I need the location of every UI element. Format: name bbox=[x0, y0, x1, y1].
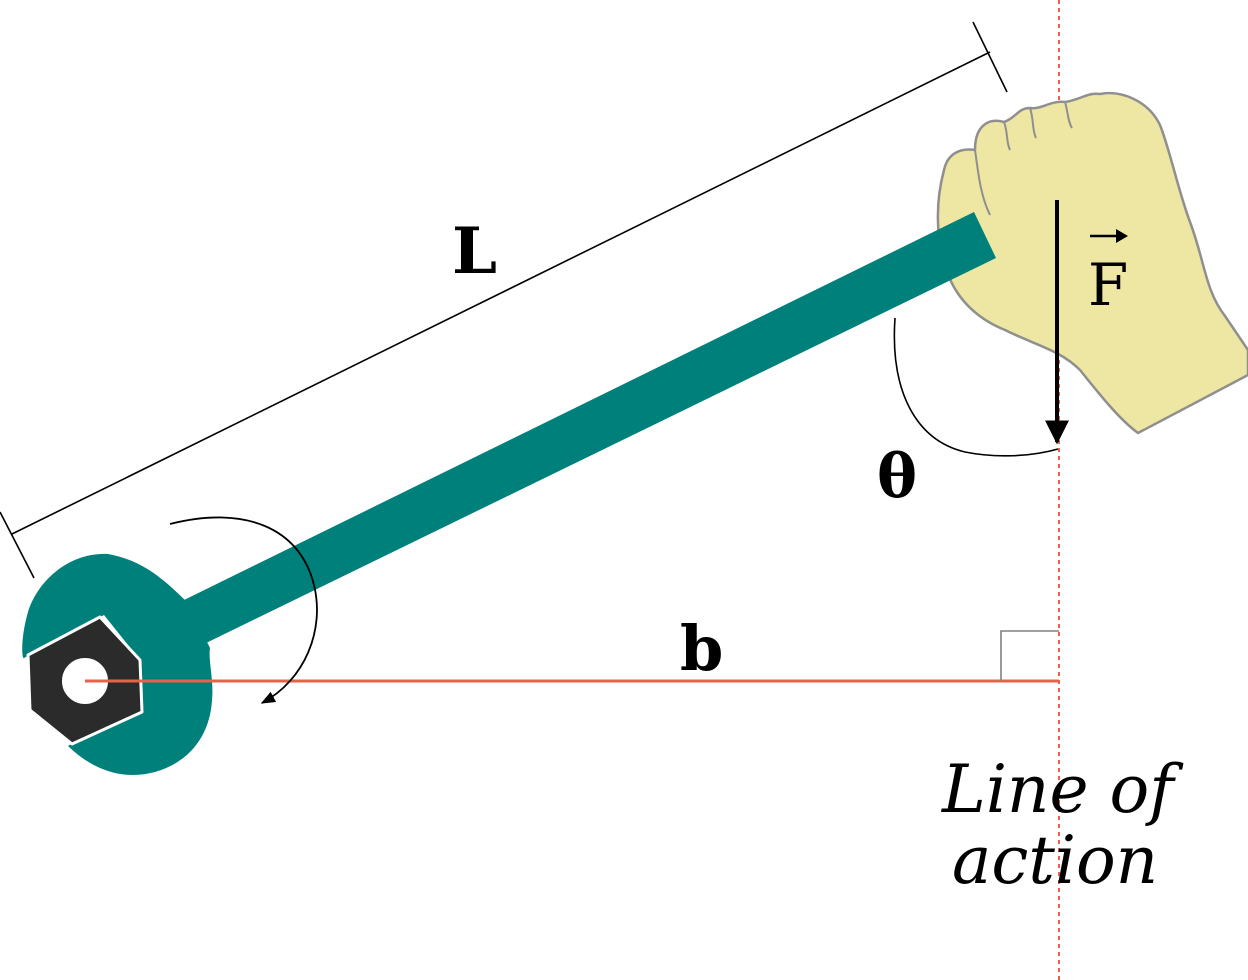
angle-arc bbox=[893, 317, 1059, 457]
force-text: F bbox=[1088, 251, 1128, 319]
line-of-action-label-line1: Line of bbox=[941, 751, 1184, 828]
length-dimension bbox=[0, 21, 1008, 579]
hand-icon bbox=[936, 91, 1248, 435]
angle-label: θ bbox=[877, 442, 917, 512]
line-of-action-label-line2: action bbox=[952, 822, 1158, 899]
wrench-handle bbox=[180, 212, 996, 644]
force-label: F bbox=[1088, 229, 1128, 319]
wrench-head bbox=[22, 553, 213, 775]
length-label: L bbox=[452, 214, 497, 289]
rotation-arrow bbox=[169, 516, 318, 704]
right-angle-marker bbox=[1000, 630, 1059, 681]
lever-arm-label: b bbox=[680, 612, 723, 685]
